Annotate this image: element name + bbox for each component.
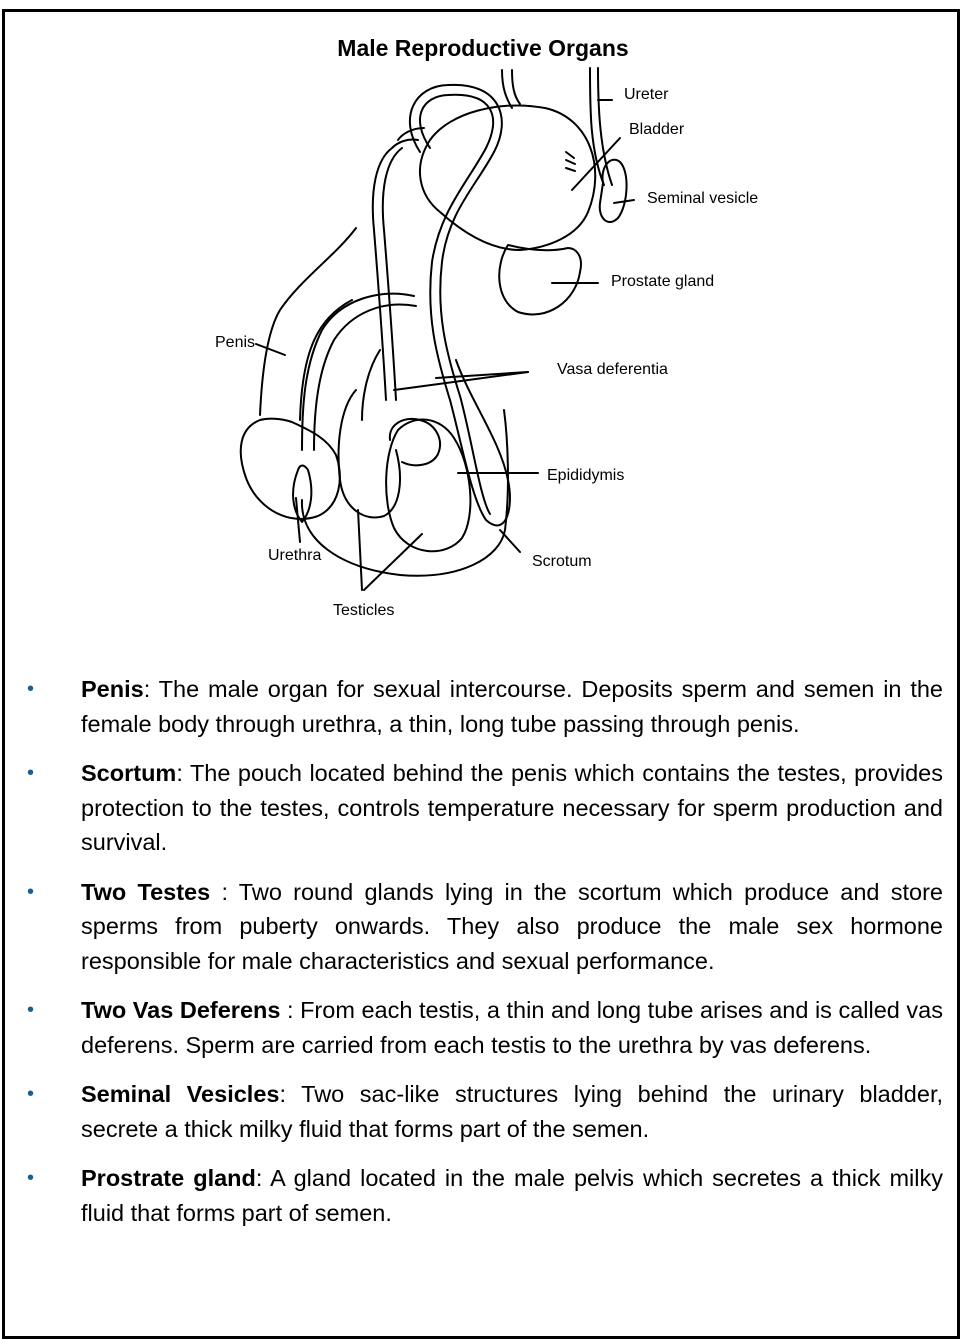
bullet-dot: •	[27, 875, 34, 910]
definition-desc: The male organ for sexual intercourse. D…	[81, 676, 943, 737]
definition-term: Prostrate gland	[81, 1165, 256, 1191]
label-ureter: Ureter	[624, 86, 669, 103]
label-testicles: Testicles	[333, 602, 394, 619]
definition-text: Penis: The male organ for sexual interco…	[81, 672, 943, 741]
label-prostate-gland: Prostate gland	[611, 273, 714, 290]
definition-text: Two Testes : Two round glands lying in t…	[81, 875, 943, 979]
definition-desc: The pouch located behind the penis which…	[81, 760, 943, 855]
bullet-dot: •	[27, 756, 34, 791]
anatomy-diagram: Ureter Bladder Seminal vesicle Prostate …	[0, 0, 966, 660]
definition-term: Seminal Vesicles	[81, 1081, 279, 1107]
definition-text: Seminal Vesicles: Two sac-like structure…	[81, 1077, 943, 1146]
definition-term: Scortum	[81, 760, 176, 786]
label-vasa-deferentia: Vasa deferentia	[557, 361, 668, 378]
bladder-ticks	[566, 152, 575, 171]
bullet-dot: •	[27, 672, 34, 707]
definition-item: • Seminal Vesicles: Two sac-like structu…	[0, 1077, 966, 1146]
definition-item: • Two Testes : Two round glands lying in…	[0, 875, 966, 979]
definition-text: Prostrate gland: A gland located in the …	[81, 1161, 943, 1230]
label-bladder: Bladder	[629, 121, 685, 138]
label-seminal-vesicle: Seminal vesicle	[647, 190, 758, 207]
definition-item: • Penis: The male organ for sexual inter…	[0, 672, 966, 741]
definition-separator: :	[210, 879, 239, 905]
label-penis: Penis	[215, 334, 255, 351]
definition-list: • Penis: The male organ for sexual inter…	[0, 672, 966, 1245]
definition-separator: :	[144, 676, 159, 702]
testicle-back	[362, 350, 380, 420]
seminal-vesicle-shape	[600, 160, 627, 222]
definition-term: Two Testes	[81, 879, 210, 905]
testicle-left-shape	[339, 390, 400, 518]
definition-separator: :	[279, 1081, 301, 1107]
definition-separator: :	[280, 997, 300, 1023]
definition-term: Two Vas Deferens	[81, 997, 280, 1023]
definition-item: • Prostrate gland: A gland located in th…	[0, 1161, 966, 1230]
label-epididymis: Epididymis	[547, 467, 624, 484]
definition-item: • Scortum: The pouch located behind the …	[0, 756, 966, 860]
bladder-shape	[420, 106, 595, 250]
penis-shape	[260, 228, 356, 415]
definition-separator: :	[176, 760, 190, 786]
prostate-shape	[499, 245, 581, 314]
definition-item: • Two Vas Deferens : From each testis, a…	[0, 993, 966, 1062]
label-scrotum: Scrotum	[532, 553, 592, 570]
label-urethra: Urethra	[268, 547, 321, 564]
definition-text: Two Vas Deferens : From each testis, a t…	[81, 993, 943, 1062]
glans-shape	[241, 419, 340, 519]
bullet-dot: •	[27, 1161, 34, 1196]
bullet-dot: •	[27, 993, 34, 1028]
definition-text: Scortum: The pouch located behind the pe…	[81, 756, 943, 860]
bullet-dot: •	[27, 1077, 34, 1112]
definition-separator: :	[256, 1165, 270, 1191]
definition-term: Penis	[81, 676, 144, 702]
